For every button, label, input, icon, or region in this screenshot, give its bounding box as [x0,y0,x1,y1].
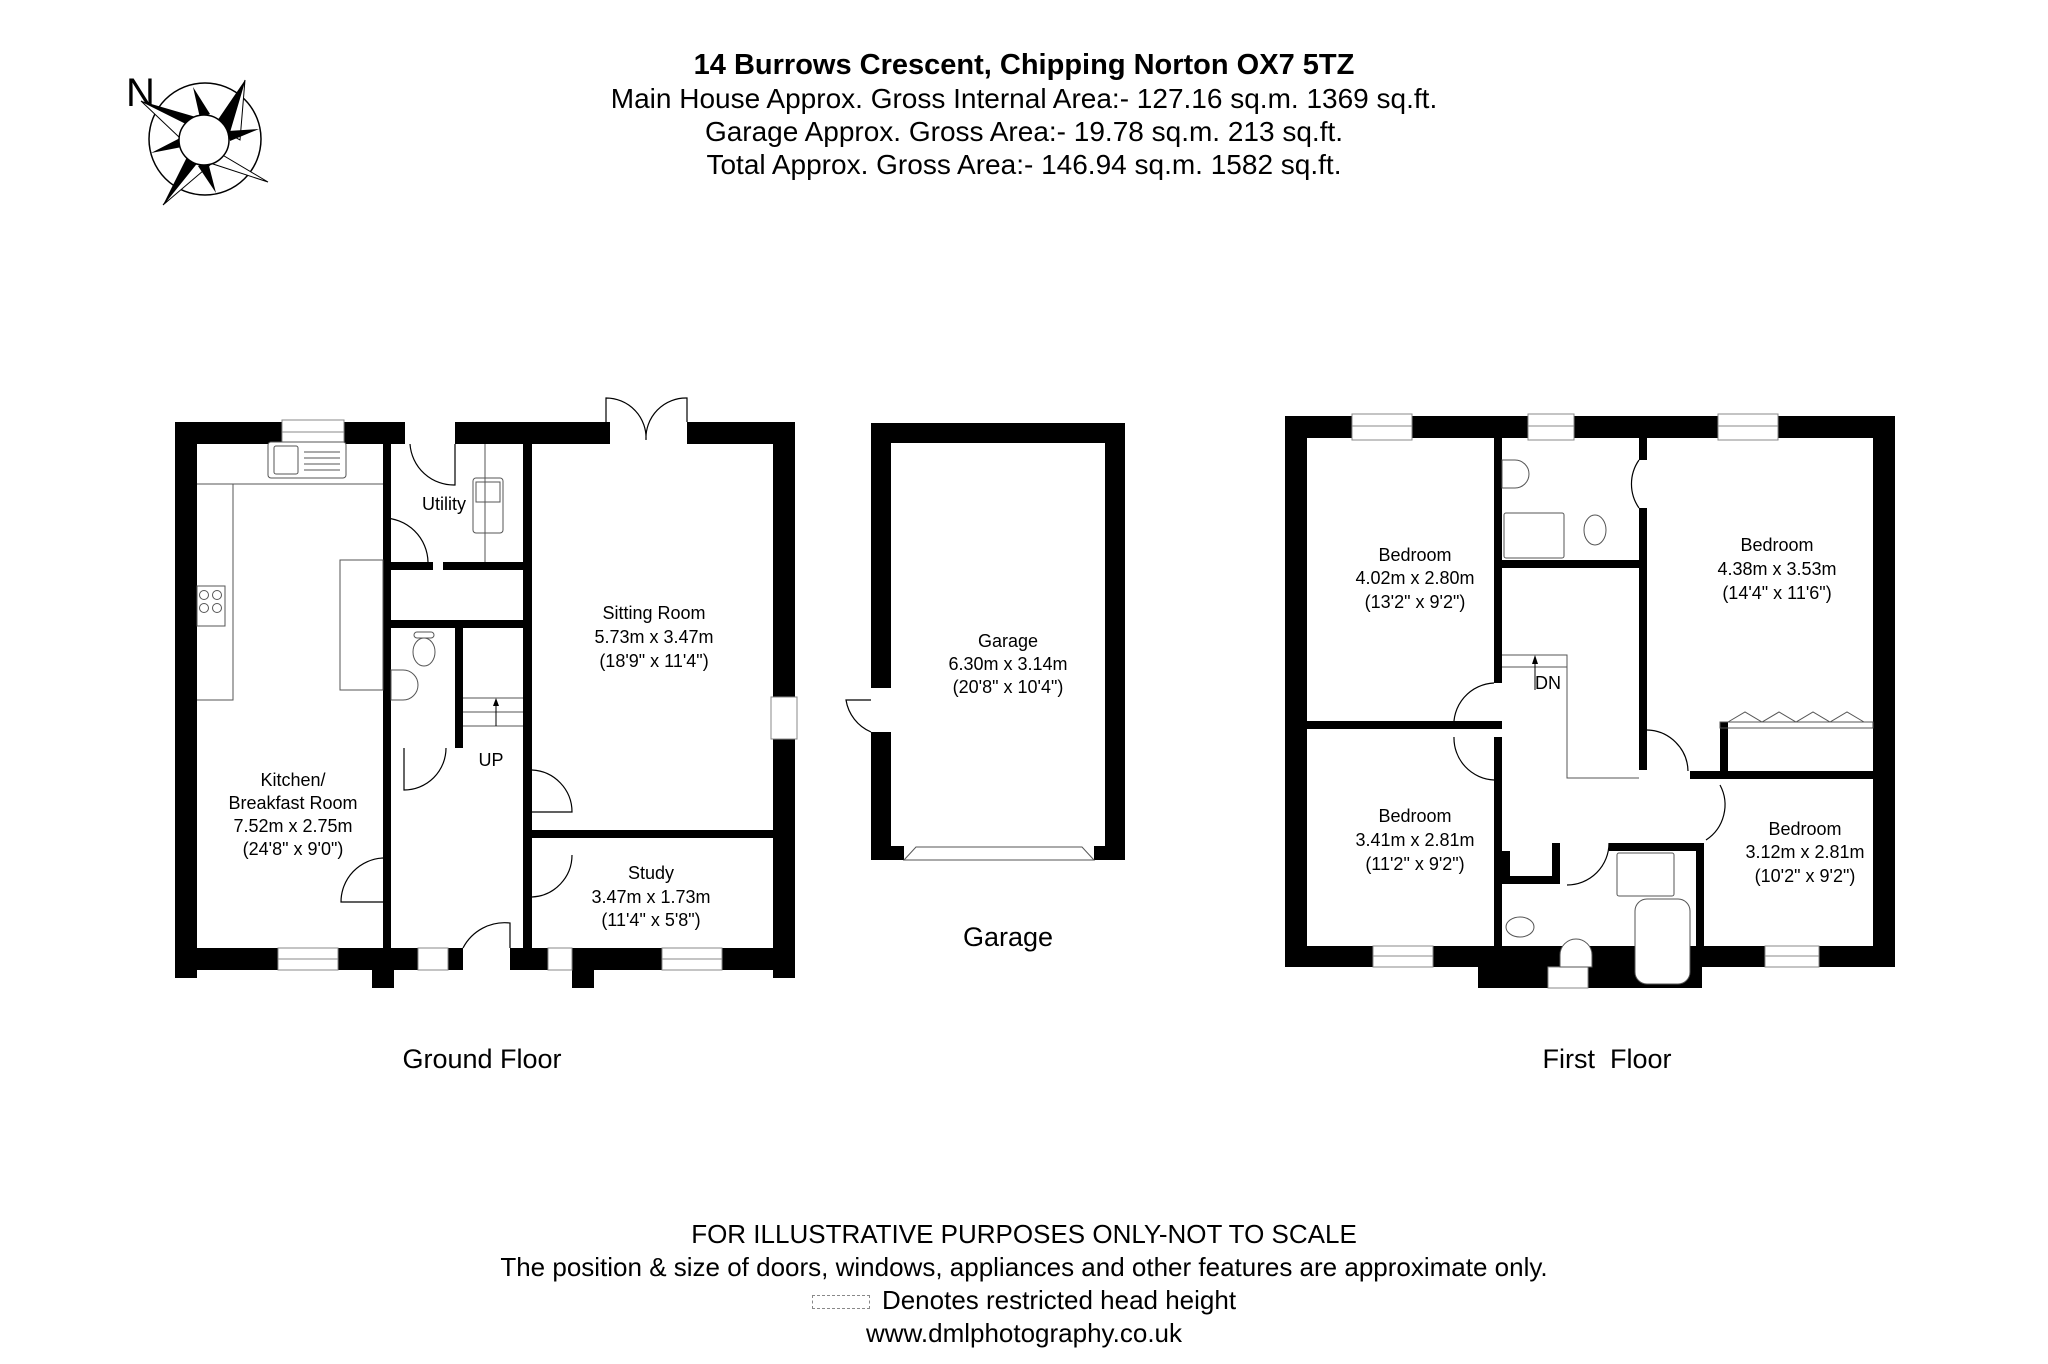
room-dims-bedroom-2-imperial: (14'4" x 11'6") [1722,583,1831,603]
room-dims-garage-imperial: (20'8" x 10'4") [953,677,1064,697]
room-dims-garage-metric: 6.30m x 3.14m [948,654,1067,674]
stairs-up-label: UP [478,750,503,770]
room-dims-bedroom-4-metric: 3.12m x 2.81m [1745,842,1864,862]
bathroom-toilet-icon [1505,916,1535,938]
kitchen-sink-icon [267,441,347,479]
disclaimer-note: The position & size of doors, windows, a… [500,1252,1548,1282]
wc-basin-icon [390,669,419,701]
website: www.dmlphotography.co.uk [865,1318,1182,1348]
wc-toilet-icon [412,631,436,667]
room-dims-sitting-room-imperial: (18'9" x 11'4") [599,651,708,671]
bathroom-shower-icon [1616,852,1675,897]
room-dims-kitchen-metric: 7.52m x 2.75m [233,816,352,836]
room-label-breakfast-room: Breakfast Room [228,793,357,813]
ensuite-toilet-icon [1583,514,1607,546]
garage-area: Garage Approx. Gross Area:- 19.78 sq.m. … [704,116,1344,147]
room-dims-bedroom-3-imperial: (11'2" x 9'2") [1365,854,1464,874]
stairs-up-icon [463,697,523,727]
room-dims-study-imperial: (11'4" x 5'8") [601,910,700,930]
room-label-garage: Garage [978,631,1038,651]
room-label-sitting-room: Sitting Room [602,603,705,623]
bathroom-basin-icon [1559,938,1593,968]
main-house-area: Main House Approx. Gross Internal Area:-… [610,83,1438,114]
room-dims-bedroom-4-imperial: (10'2" x 9'2") [1755,866,1856,886]
restricted-head-height-legend-icon [811,1295,870,1310]
total-area: Total Approx. Gross Area:- 146.94 sq.m. … [706,149,1342,180]
first-floor-label: First Floor [1542,1044,1671,1074]
garage-plan: Garage 6.30m x 3.14m (20'8" x 10'4") Gar… [845,423,1125,952]
ground-floor-label: Ground Floor [402,1044,561,1074]
room-label-bedroom-4: Bedroom [1768,819,1841,839]
ensuite-basin-icon [1501,459,1530,489]
room-label-kitchen: Kitchen/ [260,770,325,790]
ground-floor-plan: Utility Sitting Room 5.73m x 3.47m (18'9… [175,397,798,1074]
room-label-bedroom-2: Bedroom [1740,535,1813,555]
room-dims-study-metric: 3.47m x 1.73m [591,887,710,907]
legend-text: Denotes restricted head height [881,1285,1237,1315]
property-address: 14 Burrows Crescent, Chipping Norton OX7… [693,49,1355,81]
disclaimer: FOR ILLUSTRATIVE PURPOSES ONLY-NOT TO SC… [691,1219,1357,1249]
ensuite-shower-icon [1503,512,1565,559]
room-label-bedroom-3: Bedroom [1378,806,1451,826]
footer: FOR ILLUSTRATIVE PURPOSES ONLY-NOT TO SC… [0,1218,2048,1350]
header: 14 Burrows Crescent, Chipping Norton OX7… [300,48,1748,181]
room-label-bedroom-1: Bedroom [1378,545,1451,565]
garage-label: Garage [963,922,1053,952]
room-dims-kitchen-imperial: (24'8" x 9'0") [243,839,344,859]
first-floor-plan: Bedroom 4.02m x 2.80m (13'2" x 9'2") Bed… [1285,413,1895,1074]
stairs-down-label: DN [1535,673,1561,693]
room-label-study: Study [628,863,674,883]
room-label-utility: Utility [422,494,466,514]
room-dims-bedroom-1-metric: 4.02m x 2.80m [1355,568,1474,588]
compass-rose-icon: N [126,71,269,206]
hob-icon [196,585,226,627]
legend: Denotes restricted head height [0,1284,2048,1317]
room-dims-bedroom-2-metric: 4.38m x 3.53m [1717,559,1836,579]
room-dims-bedroom-1-imperial: (13'2" x 9'2") [1365,592,1466,612]
room-dims-bedroom-3-metric: 3.41m x 2.81m [1355,830,1474,850]
room-dims-sitting-room-metric: 5.73m x 3.47m [594,627,713,647]
utility-sink-icon [472,444,504,562]
bathtub-icon [1634,898,1691,985]
